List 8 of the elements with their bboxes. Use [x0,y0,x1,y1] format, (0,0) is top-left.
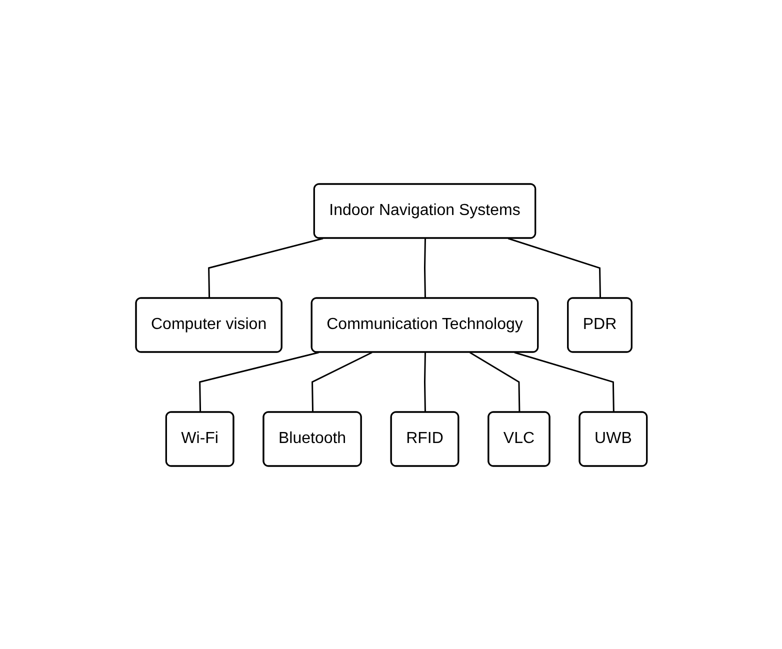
connector [198,351,318,412]
connector [514,351,614,412]
connector [208,237,323,298]
connector [311,351,372,412]
connector [424,352,426,412]
connector [469,351,520,412]
connector [424,238,426,298]
connector [507,237,601,298]
